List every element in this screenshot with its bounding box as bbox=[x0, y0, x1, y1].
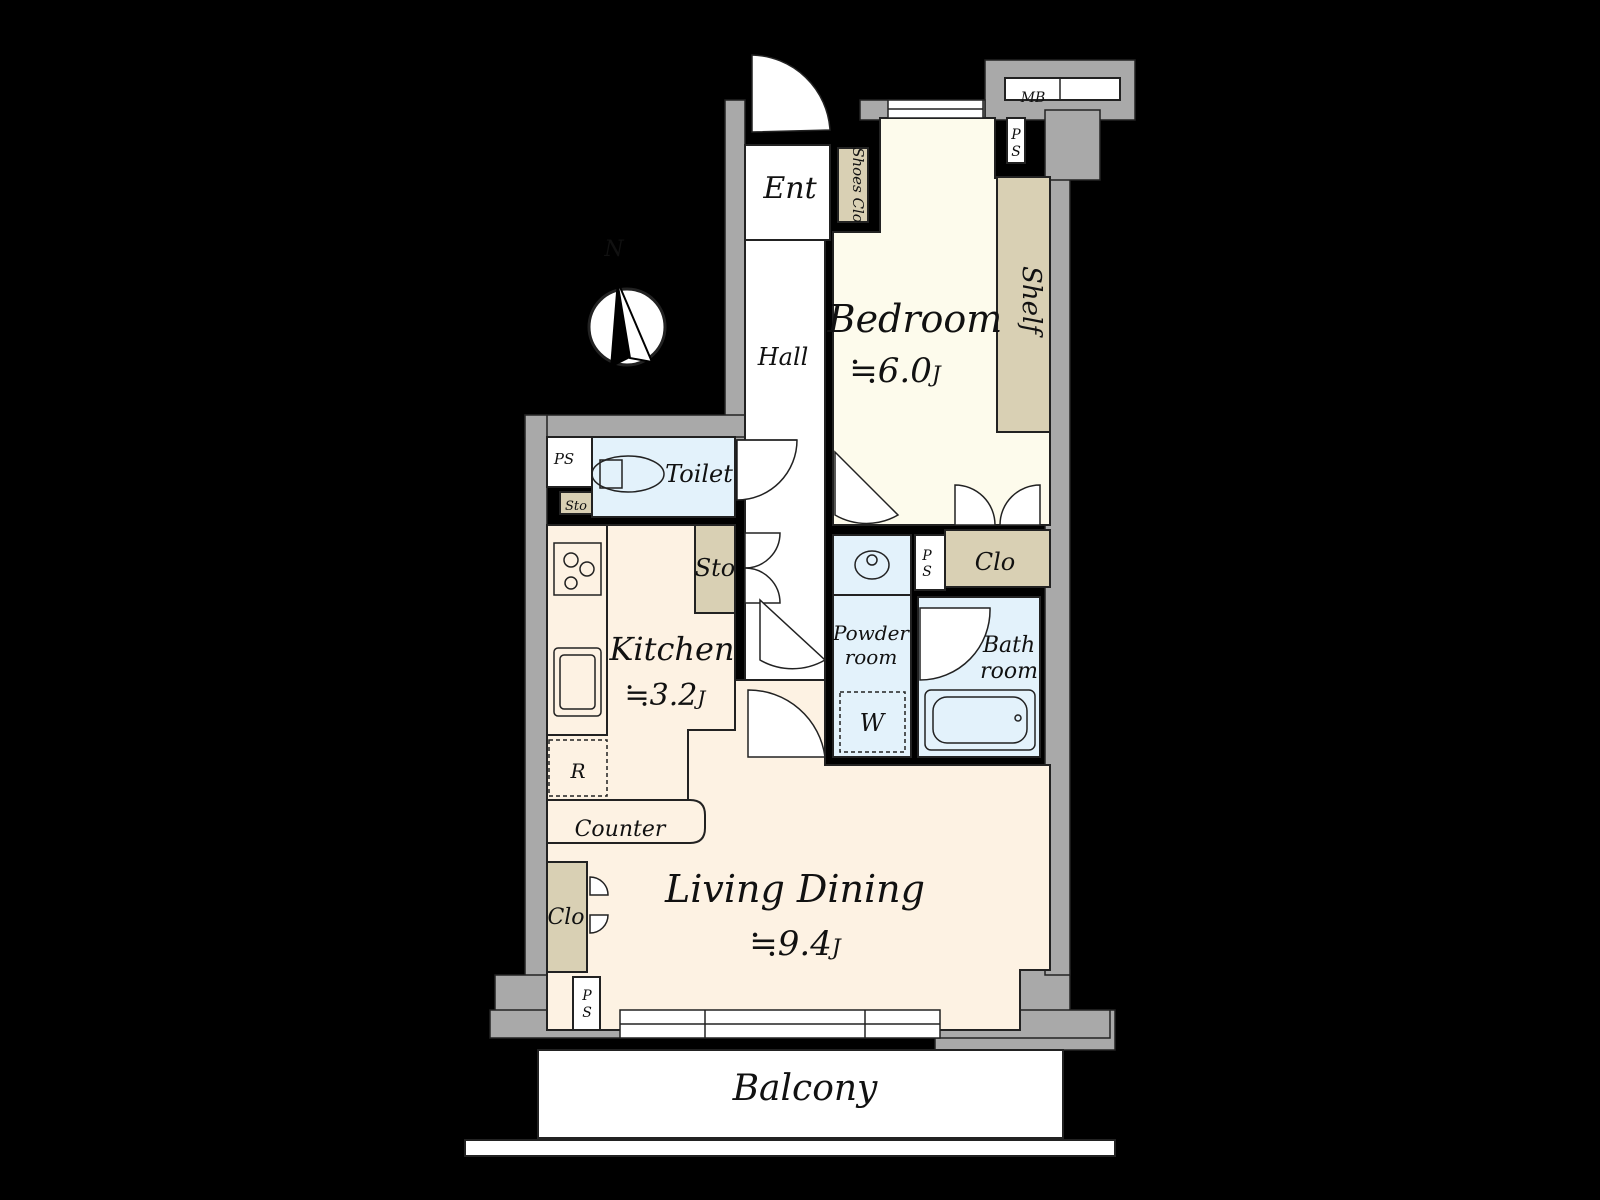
living-dining bbox=[546, 679, 1051, 1031]
bedroom-closet bbox=[944, 529, 1051, 588]
ps-powder-label-2: S bbox=[922, 564, 932, 580]
kitchen-label: Kitchen bbox=[608, 630, 734, 668]
windows bbox=[619, 99, 984, 1039]
balcony-rail bbox=[464, 1139, 1116, 1157]
pipe-space-living bbox=[572, 976, 601, 1031]
meter-box bbox=[1004, 77, 1121, 101]
toilet-storage bbox=[559, 491, 593, 515]
bedroom-label: Bedroom bbox=[827, 297, 1003, 341]
pipe-space-top bbox=[1006, 117, 1026, 164]
pipe-space-toilet bbox=[546, 436, 593, 488]
kitchen-counter bbox=[546, 524, 608, 736]
ps-living-label-1: P bbox=[581, 988, 592, 1004]
bedroom-area: ≒6.0J bbox=[849, 351, 942, 391]
shelf bbox=[996, 176, 1051, 433]
balcony bbox=[537, 1049, 1064, 1139]
balcony-label: Balcony bbox=[732, 1068, 878, 1109]
washbasin bbox=[832, 534, 912, 596]
shoes-clo-label: Shoes Clo bbox=[849, 147, 867, 223]
bedroom-clo-label: Clo bbox=[975, 548, 1016, 576]
kitchen-sto-label: Sto bbox=[695, 554, 736, 582]
toilet-fixture bbox=[591, 455, 665, 493]
living-clo-label: Clo bbox=[547, 905, 584, 930]
ps-living-label-2: S bbox=[582, 1005, 592, 1021]
ps-top-label-1: P bbox=[1010, 127, 1021, 143]
powder-room-label-1: Powder bbox=[832, 621, 910, 645]
living-closet bbox=[546, 861, 588, 973]
compass: N bbox=[587, 237, 667, 368]
ps-top-label-2: S bbox=[1011, 144, 1021, 160]
counter bbox=[546, 799, 706, 844]
powder-room bbox=[832, 594, 912, 758]
bedroom bbox=[832, 117, 1051, 526]
kitchen-area: ≒3.2J bbox=[625, 678, 707, 713]
north-label: N bbox=[603, 237, 624, 262]
toilet-label: Toilet bbox=[665, 460, 733, 488]
ps-powder-label-1: P bbox=[921, 548, 932, 564]
shoes-closet bbox=[837, 147, 869, 223]
fridge-space bbox=[548, 739, 608, 797]
living-dining-label: Living Dining bbox=[664, 867, 925, 911]
counter-label: Counter bbox=[575, 817, 667, 842]
pipe-space-powder bbox=[914, 534, 946, 591]
powder-room-label-2: room bbox=[845, 645, 898, 669]
kitchen-storage bbox=[694, 524, 736, 614]
washer-space bbox=[839, 691, 906, 753]
fridge-label: R bbox=[569, 759, 585, 783]
bath-room-label-1: Bath bbox=[982, 633, 1035, 658]
entrance bbox=[744, 144, 831, 241]
doors bbox=[589, 54, 1041, 934]
ps-toilet-label: PS bbox=[553, 450, 574, 468]
mb-label: MB bbox=[1020, 90, 1046, 106]
shelf-label: Shelf bbox=[1016, 266, 1046, 338]
living-area: ≒9.4J bbox=[749, 924, 842, 964]
hall-label: Hall bbox=[757, 343, 809, 371]
washer-label: W bbox=[860, 709, 887, 737]
toilet-sto-label: Sto bbox=[565, 499, 587, 514]
ent-label: Ent bbox=[762, 171, 817, 206]
bath-room-label-2: room bbox=[980, 659, 1038, 684]
